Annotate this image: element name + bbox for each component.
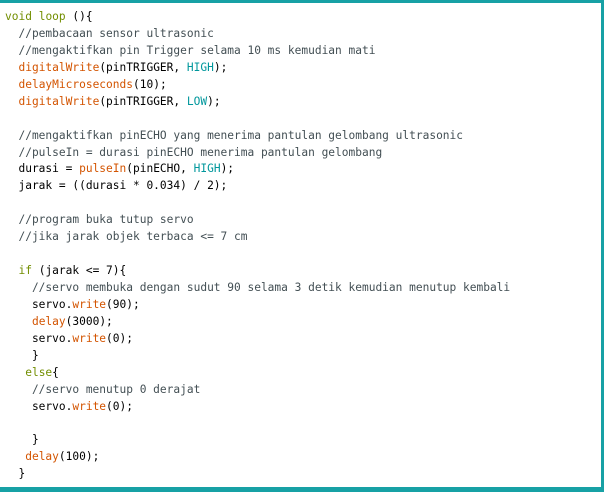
code-token-function: digitalWrite: [18, 60, 100, 74]
code-line: [5, 246, 510, 263]
code-token-function: pulseIn: [79, 162, 127, 176]
code-token-plain: }: [5, 433, 39, 447]
code-token-plain: );: [220, 162, 235, 176]
code-token-keyword: else: [25, 365, 53, 379]
code-token-plain: (10);: [133, 77, 167, 91]
code-line: }: [5, 348, 510, 365]
code-token-function: digitalWrite: [18, 94, 100, 108]
code-token-plain: servo.: [5, 297, 73, 311]
code-line: durasi = pulseIn(pinECHO, HIGH);: [5, 161, 510, 178]
code-token-plain: (90);: [106, 297, 140, 311]
code-token-plain: (){: [65, 10, 93, 23]
code-token-plain: );: [213, 60, 228, 74]
code-line: //servo menutup 0 derajat: [5, 382, 510, 399]
code-token-plain: (100);: [58, 450, 100, 464]
code-token-comment: //pembacaan sensor ultrasonic: [5, 26, 214, 40]
code-token-plain: servo.: [5, 399, 73, 413]
code-token-function: delay: [25, 450, 59, 464]
code-token-plain: [5, 78, 18, 91]
code-token-plain: (0);: [106, 331, 133, 345]
code-token-comment: //pulseIn = durasi pinECHO menerima pant…: [5, 145, 383, 159]
code-token-plain: (pinTRIGGER,: [99, 60, 187, 74]
code-token-plain: [5, 95, 18, 108]
code-token-plain: jarak = ((durasi * 0.034) / 2);: [5, 179, 228, 193]
code-token-plain: [5, 366, 25, 379]
code-line: servo.write(90);: [5, 297, 510, 314]
code-token-comment: //jika jarak objek terbaca <= 7 cm: [5, 230, 248, 244]
code-line: void loop (){: [5, 9, 510, 26]
code-token-plain: }: [5, 348, 39, 362]
code-line: //servo membuka dengan sudut 90 selama 3…: [5, 280, 510, 297]
code-token-plain: durasi =: [5, 162, 80, 176]
code-line: }: [5, 432, 510, 449]
code-token-keyword: loop: [38, 10, 66, 23]
code-token-plain: [5, 61, 18, 74]
code-line: [5, 195, 510, 212]
code-token-plain: [5, 264, 18, 277]
code-line: servo.write(0);: [5, 399, 510, 416]
code-token-plain: [32, 10, 39, 23]
code-line: //jika jarak objek terbaca <= 7 cm: [5, 229, 510, 246]
code-token-plain: }: [5, 467, 26, 481]
code-line: jarak = ((durasi * 0.034) / 2);: [5, 178, 510, 195]
code-line: digitalWrite(pinTRIGGER, LOW);: [5, 94, 510, 111]
code-line: delay(3000);: [5, 314, 510, 331]
code-token-plain: [5, 315, 32, 328]
code-token-constant: HIGH: [193, 162, 221, 176]
code-token-function: delayMicroseconds: [18, 77, 133, 91]
code-line: digitalWrite(pinTRIGGER, HIGH);: [5, 60, 510, 77]
code-token-function: write: [72, 331, 107, 345]
code-token-plain: (0);: [106, 399, 133, 413]
code-text-area[interactable]: void loop (){ //pembacaan sensor ultraso…: [5, 9, 510, 483]
code-line: //pulseIn = durasi pinECHO menerima pant…: [5, 145, 510, 162]
code-line: //mengaktifkan pin Trigger selama 10 ms …: [5, 43, 510, 60]
code-line: //mengaktifkan pinECHO yang menerima pan…: [5, 128, 510, 145]
code-token-plain: servo.: [5, 331, 73, 345]
code-token-comment: //servo membuka dengan sudut 90 selama 3…: [5, 281, 511, 294]
code-line: //program buka tutup servo: [5, 212, 510, 229]
code-line: else{: [5, 365, 510, 382]
code-token-plain: (pinTRIGGER,: [99, 94, 187, 108]
code-line: if (jarak <= 7){: [5, 263, 510, 280]
code-token-function: write: [72, 399, 107, 413]
code-token-function: write: [72, 297, 107, 311]
code-token-plain: (pinECHO,: [126, 162, 194, 176]
code-line: delay(100);: [5, 449, 510, 466]
code-token-comment: //mengaktifkan pin Trigger selama 10 ms …: [5, 43, 376, 57]
code-line: servo.write(0);: [5, 331, 510, 348]
code-token-constant: LOW: [186, 94, 208, 108]
code-line: [5, 416, 510, 433]
code-token-plain: [5, 450, 25, 463]
code-token-constant: HIGH: [186, 60, 214, 74]
code-token-comment: //program buka tutup servo: [5, 213, 194, 227]
code-token-function: delay: [31, 314, 66, 328]
code-token-comment: //mengaktifkan pinECHO yang menerima pan…: [5, 128, 464, 142]
code-token-keyword: void: [5, 10, 32, 23]
code-line: }: [5, 466, 510, 483]
code-token-plain: (3000);: [65, 314, 113, 328]
code-token-plain: {: [52, 365, 59, 379]
code-token-plain: );: [207, 94, 221, 108]
code-token-plain: (jarak <= 7){: [31, 264, 127, 278]
code-line: delayMicroseconds(10);: [5, 77, 510, 94]
code-token-keyword: if: [18, 264, 32, 278]
code-line: //pembacaan sensor ultrasonic: [5, 26, 510, 43]
code-line: [5, 111, 510, 128]
code-token-comment: //servo menutup 0 derajat: [5, 382, 201, 396]
